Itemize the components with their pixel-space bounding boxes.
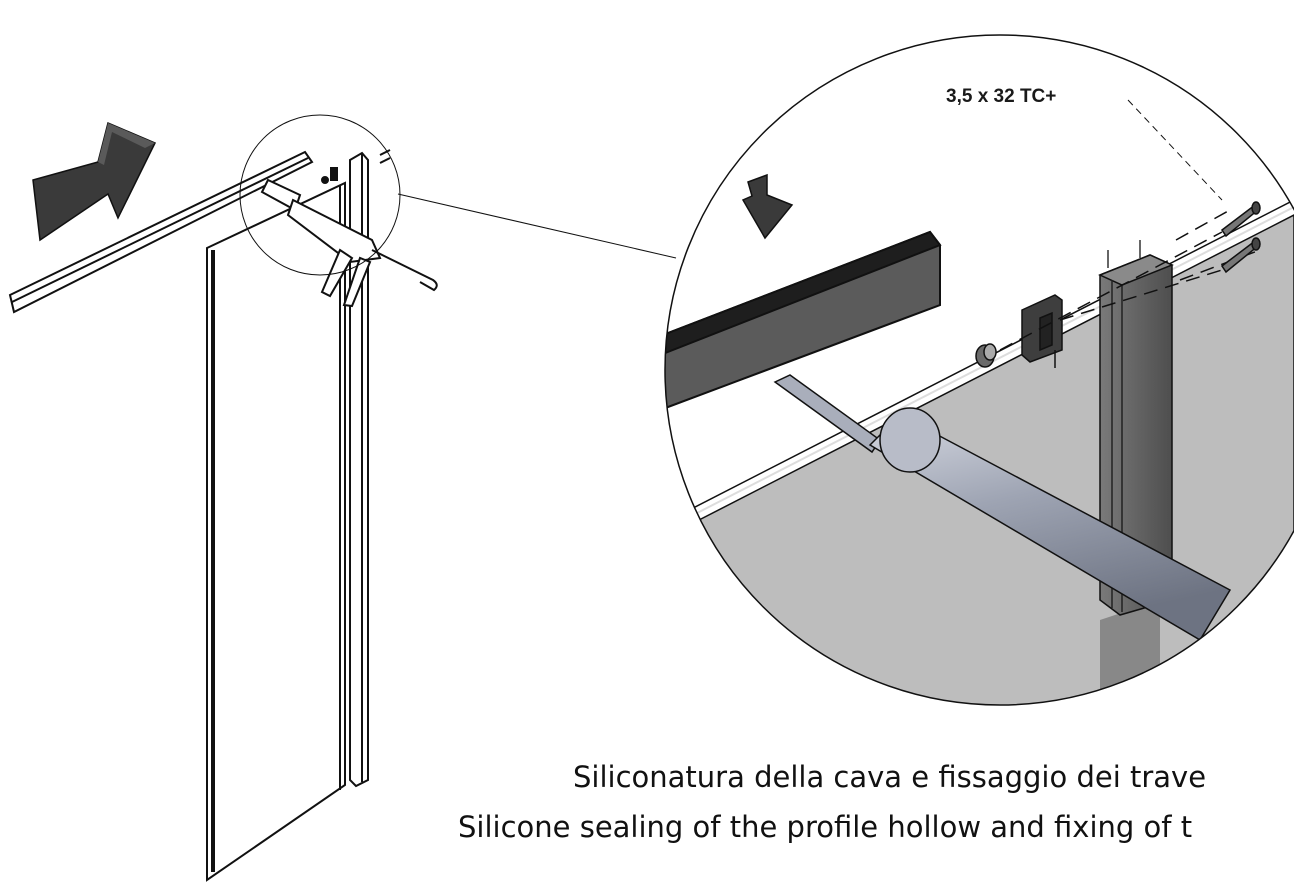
detail-silicone-cartridge — [773, 374, 1232, 642]
detail-vertical-profile — [1098, 240, 1174, 616]
screw-spec-label: 3,5 x 32 TC+ — [946, 86, 1057, 107]
detail-nut-icon — [975, 343, 997, 368]
detail-screw-icon — [1220, 201, 1261, 274]
overview-beam — [8, 150, 314, 314]
push-arrow-icon — [32, 121, 157, 242]
detail-view — [665, 35, 1294, 705]
down-arrow-icon — [741, 173, 794, 240]
screw-label-leader — [1127, 99, 1223, 201]
detail-beam — [665, 230, 942, 412]
detail-leader-line — [397, 193, 677, 259]
detail-marker-circle — [239, 114, 401, 276]
caption-english: Silicone sealing of the profile hollow a… — [458, 810, 1193, 844]
caption-italian: Siliconatura della cava e fissaggio dei … — [573, 760, 1207, 794]
overview-screws — [321, 149, 391, 184]
detail-circle — [664, 34, 1294, 706]
